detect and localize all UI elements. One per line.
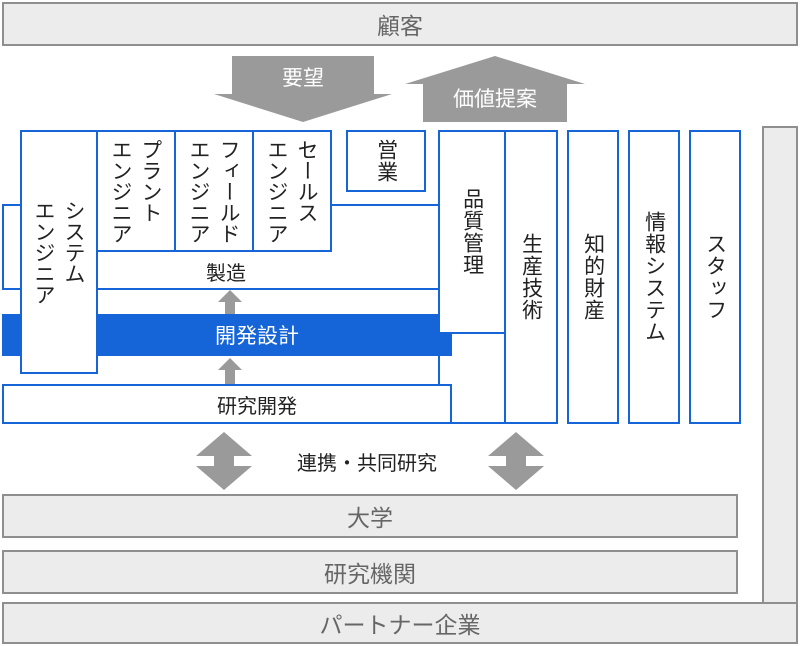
staff-label: スタッフ xyxy=(703,233,728,321)
partner-companies-label: パートナー企業 xyxy=(319,613,481,639)
proposal-label: 価値提案 xyxy=(453,87,537,111)
demand-label: 要望 xyxy=(282,66,324,90)
production-technology-box: 生産技術 xyxy=(504,130,558,424)
sales-box: 営業 xyxy=(346,130,426,192)
university-label: 大学 xyxy=(347,506,393,532)
up-arrow-icon xyxy=(218,290,242,314)
sales-engineer-box: セールス エンジニア xyxy=(252,130,332,252)
rnd-label: 研究開発 xyxy=(217,393,297,418)
quality-control-box: 品質管理 xyxy=(438,130,506,334)
plant-engineer-label: プラント エンジニア xyxy=(109,138,163,244)
demand-arrow-icon xyxy=(214,56,392,122)
research-institutes-label: 研究機関 xyxy=(324,562,416,588)
customer-bar: 顧客 xyxy=(2,2,798,46)
intellectual-property-label: 知的財産 xyxy=(581,233,606,321)
sales-label: 営業 xyxy=(374,139,399,183)
manufacturing-label: 製造 xyxy=(206,260,246,285)
information-systems-box: 情報システム xyxy=(628,130,680,424)
field-engineer-label: フィールド エンジニア xyxy=(187,138,241,244)
university-bar: 大学 xyxy=(2,494,738,538)
bidirectional-arrow-icon xyxy=(488,432,544,490)
sales-engineer-label: セールス エンジニア xyxy=(265,138,319,244)
rnd-bar: 研究開発 xyxy=(2,384,452,424)
production-technology-label: 生産技術 xyxy=(519,233,544,321)
partner-companies-bar: パートナー企業 xyxy=(2,602,798,644)
partner-frame-vertical xyxy=(762,126,798,606)
development-design-label: 開発設計 xyxy=(215,324,299,348)
up-arrow-icon xyxy=(218,358,242,384)
field-engineer-box: フィールド エンジニア xyxy=(174,130,254,252)
bidirectional-arrow-icon xyxy=(196,432,252,490)
information-systems-label: 情報システム xyxy=(642,211,667,343)
staff-box: スタッフ xyxy=(689,130,741,424)
system-engineer-label: システム エンジニア xyxy=(32,199,86,305)
customer-label: 顧客 xyxy=(377,14,423,40)
plant-engineer-box: プラント エンジニア xyxy=(96,130,176,252)
system-engineer-box: システム エンジニア xyxy=(20,130,98,374)
collaboration-label: 連携・共同研究 xyxy=(297,450,437,475)
quality-control-label: 品質管理 xyxy=(460,188,485,276)
proposal-arrow-icon xyxy=(405,56,585,122)
research-institutes-bar: 研究機関 xyxy=(2,550,738,594)
intellectual-property-box: 知的財産 xyxy=(567,130,619,424)
